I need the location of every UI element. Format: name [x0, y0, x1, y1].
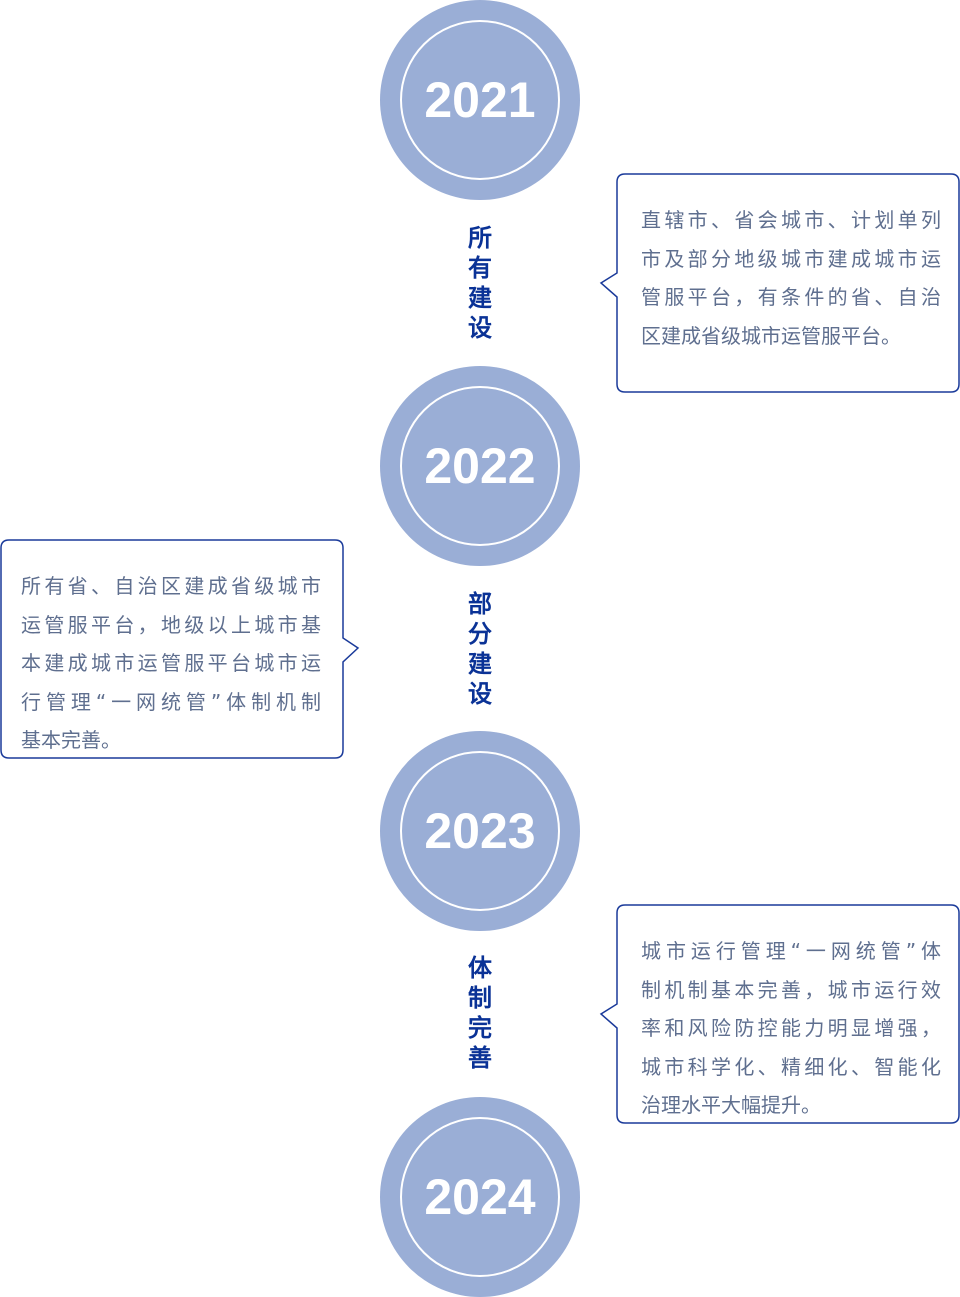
stage-label-system-complete: 体制完善 [465, 953, 495, 1073]
year-node-2021: 2021 [380, 0, 580, 200]
stage-char: 建 [468, 284, 492, 312]
year-node-2023: 2023 [380, 731, 580, 931]
callout-line: 基本完善。 [21, 728, 121, 752]
inner-ring [400, 1117, 560, 1277]
callout-line: 本建成城市运管服平台城市运 [21, 651, 321, 675]
stage-char: 设 [468, 680, 492, 708]
stage-char: 完 [468, 1014, 492, 1042]
stage-char: 善 [468, 1044, 492, 1072]
stage-char: 体 [468, 954, 492, 982]
stage-char: 所 [468, 224, 492, 252]
callout-line: 治理水平大幅提升。 [641, 1093, 821, 1117]
callout-2022-2023: 所有省、自治区建成省级城市 运管服平台，地级以上城市基 本建成城市运管服平台城市… [0, 539, 360, 761]
callout-line: 行管理“一网统管”体制机制 [21, 689, 321, 714]
callout-line: 城市科学化、精细化、智能化 [641, 1054, 941, 1079]
year-label: 2024 [424, 1169, 536, 1225]
callout-line: 率和风险防控能力明显增强， [641, 1016, 941, 1040]
year-node-2024: 2024 [380, 1097, 580, 1297]
callout-shape [0, 539, 360, 759]
callout-line: 所有省、自治区建成省级城市 [21, 574, 321, 598]
callout-line: 市及部分地级城市建成城市运 [641, 246, 941, 271]
stage-label-all-build: 所有建设 [465, 223, 495, 343]
stage-char: 部 [468, 590, 492, 618]
stage-char: 设 [468, 314, 492, 342]
stage-char: 分 [468, 620, 492, 648]
callout-line: 运管服平台，地级以上城市基 [21, 612, 321, 637]
callout-line: 制机制基本完善，城市运行效 [641, 977, 941, 1002]
stage-label-partial-build: 部分建设 [465, 589, 495, 709]
inner-ring [400, 20, 560, 180]
stage-char: 建 [468, 650, 492, 678]
callout-line: 城市运行管理“一网统管”体 [641, 939, 941, 963]
stage-char: 制 [468, 984, 492, 1012]
year-label: 2021 [424, 72, 536, 128]
callout-line: 管服平台，有条件的省、自治 [641, 285, 941, 309]
callout-line: 直辖市、省会城市、计划单列 [641, 208, 941, 232]
callout-line: 区建成省级城市运管服平台。 [641, 323, 901, 348]
stage-char: 有 [468, 254, 492, 282]
callout-shape [599, 904, 960, 1124]
inner-ring [400, 386, 560, 546]
year-label: 2023 [424, 803, 536, 859]
callout-2021-2022: 直辖市、省会城市、计划单列 市及部分地级城市建成城市运 管服平台，有条件的省、自… [599, 173, 960, 395]
callout-2023-2024: 城市运行管理“一网统管”体 制机制基本完善，城市运行效 率和风险防控能力明显增强… [599, 904, 960, 1126]
inner-ring [400, 751, 560, 911]
callout-shape [599, 173, 960, 393]
year-node-2022: 2022 [380, 366, 580, 566]
year-label: 2022 [424, 438, 536, 494]
